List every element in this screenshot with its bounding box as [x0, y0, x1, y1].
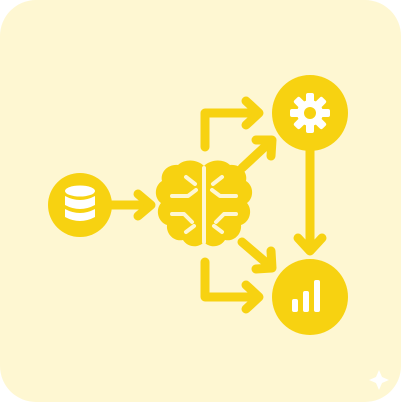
- sparkle-icon: [369, 370, 389, 390]
- bar-chart-icon: [272, 259, 348, 335]
- arrow-brain-to-gear-upper: [200, 96, 264, 152]
- gear-icon: [272, 75, 348, 151]
- arrow-database-to-brain: [102, 189, 156, 221]
- arrow-brain-to-chart-diagonal: [237, 237, 277, 274]
- arrow-gear-to-chart: [293, 143, 327, 256]
- brain-icon: [155, 160, 253, 247]
- arrow-brain-to-gear-diagonal: [237, 135, 277, 173]
- arrow-brain-to-chart-lower: [200, 257, 264, 314]
- database-icon: [48, 173, 112, 237]
- connector-arrows: [102, 96, 327, 314]
